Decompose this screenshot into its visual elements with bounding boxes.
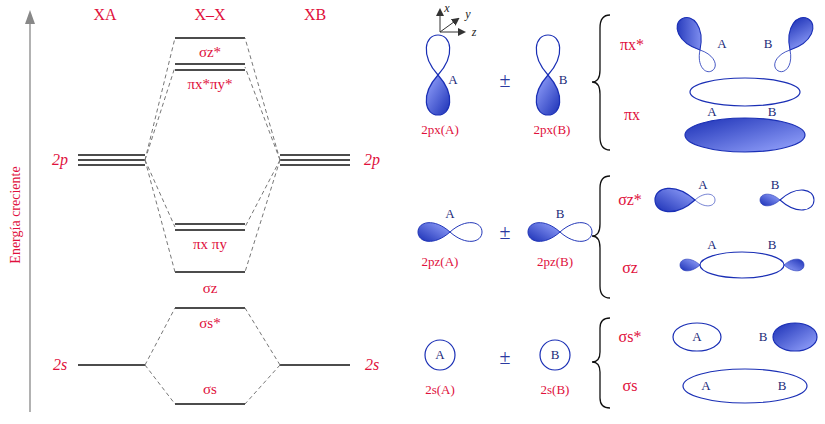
axis-label: x — [444, 2, 449, 15]
atomic-orbital-label: 2pz(B) — [537, 255, 573, 269]
atomic-orbital-label: 2s — [53, 356, 67, 374]
atom-label: B — [768, 238, 777, 252]
plus-minus-sign: ± — [500, 346, 511, 368]
atomic-orbital-label: 2s(B) — [541, 383, 570, 397]
atom-label: B — [556, 207, 565, 221]
level-line — [280, 159, 350, 161]
level-line — [175, 223, 245, 225]
atomic-orbital-label: 2p — [364, 151, 380, 169]
dashed-line — [145, 308, 280, 404]
level-line — [175, 229, 245, 231]
level-line — [280, 154, 350, 156]
atom-label: B — [559, 73, 568, 87]
orbital-label: πx — [624, 106, 640, 124]
energy-axis — [29, 22, 30, 412]
atom-label: B — [764, 37, 773, 51]
atomic-orbital-label: 2p — [52, 151, 68, 169]
column-heading: X–X — [194, 6, 225, 24]
column-heading: XB — [304, 6, 326, 24]
orbital-label: σs — [203, 381, 217, 398]
orbital-label: σs* — [619, 328, 642, 346]
atom-label: A — [445, 207, 454, 221]
atomic-orbital-label: 2pz(A) — [422, 255, 459, 269]
level-line — [175, 63, 245, 65]
atom-label: A — [698, 178, 707, 192]
s-orbital — [425, 340, 455, 370]
axis-title: Energía creciente — [8, 166, 23, 263]
orbital-label: σz — [622, 259, 638, 277]
level-line — [78, 154, 145, 156]
column-heading: XA — [93, 6, 116, 24]
level-line — [78, 364, 145, 366]
atom-label: A — [707, 105, 716, 119]
dashed-line — [145, 38, 175, 272]
orbital-label: σz — [203, 280, 218, 297]
atom-label: A — [435, 348, 444, 362]
axis-label: z — [472, 26, 477, 39]
brace — [592, 15, 610, 408]
pi-antibonding-orbital — [673, 14, 817, 75]
level-line — [175, 403, 245, 405]
atom-label: A — [717, 37, 726, 51]
level-line — [78, 159, 145, 161]
level-line — [175, 69, 245, 71]
s-orbital — [540, 340, 570, 370]
orbital-label: σs — [623, 377, 638, 395]
atomic-orbital-label: 2s — [365, 356, 379, 374]
sigma-s-bonding-orbital — [683, 369, 807, 403]
energy-levels — [78, 38, 350, 404]
sigma-bonding-orbital — [680, 252, 804, 278]
plus-minus-sign: ± — [500, 69, 511, 91]
dashed-line — [245, 38, 280, 272]
energy-arrowhead — [25, 10, 35, 24]
atom-label: B — [551, 348, 560, 362]
sigma-s-antibonding-lobe — [773, 323, 817, 351]
plus-minus-sign: ± — [500, 221, 511, 243]
axis-label: y — [465, 8, 470, 21]
level-line — [280, 364, 350, 366]
atomic-orbital-label: 2px(A) — [421, 123, 459, 137]
atom-label: A — [448, 73, 457, 87]
atom-label: B — [759, 330, 768, 344]
level-line — [78, 164, 145, 166]
level-line — [175, 307, 245, 309]
sigma-s-antibonding-lobe — [673, 323, 721, 351]
atom-label: B — [768, 105, 777, 119]
atom-label: A — [692, 330, 701, 344]
level-line — [175, 37, 245, 39]
correlation-lines — [145, 38, 280, 404]
sigma-antibonding-orbital — [655, 188, 814, 211]
orbital-label: πx* — [620, 36, 644, 54]
level-line — [175, 271, 245, 273]
axes-symbol — [440, 10, 464, 32]
atomic-orbital-label: 2s(A) — [425, 383, 455, 397]
orbital-label: πx*πy* — [187, 76, 232, 93]
orbital-label: πx πy — [193, 236, 227, 253]
orbital-label: σz* — [618, 191, 642, 209]
atom-label: B — [771, 178, 780, 192]
level-line — [280, 164, 350, 166]
pi-bonding-orbital — [685, 78, 805, 152]
p-orbital — [426, 35, 559, 115]
orbital-label: σs* — [199, 315, 220, 332]
atom-label: A — [701, 379, 710, 393]
orbital-label: σz* — [199, 44, 221, 61]
atom-label: B — [778, 379, 787, 393]
atomic-orbital-label: 2px(B) — [534, 123, 571, 137]
atom-label: A — [707, 238, 716, 252]
